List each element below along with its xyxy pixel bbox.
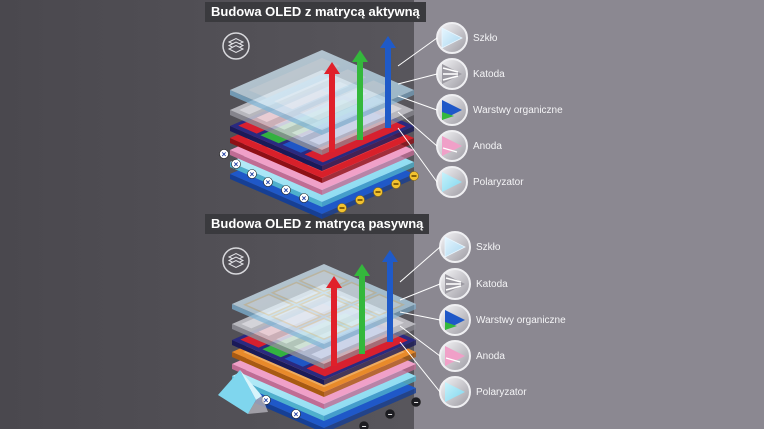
active-plus-icon-3: × [263,177,273,187]
svg-text:×: × [234,160,239,169]
svg-text:×: × [250,170,255,179]
active-label-polarizer: Polaryzator [473,177,524,188]
passive-matrix-title: Budowa OLED z matrycą pasywną [205,214,430,234]
svg-text:×: × [294,410,299,419]
svg-text:−: − [414,398,419,407]
active-plus-icon-2: × [247,169,257,179]
svg-text:×: × [264,396,269,405]
active-label-anode: Anoda [473,141,502,152]
passive-layers-icon [222,247,250,275]
passive-plus-icon-2: × [291,409,301,419]
active-plus-icon-1: × [231,159,241,169]
passive-minus-icon-2: − [411,397,421,407]
passive-glass-icon [439,231,471,263]
active-polarizer-icon [436,166,468,198]
svg-text:×: × [284,186,289,195]
passive-minus-icon-0: − [359,421,369,429]
active-label-cathode: Katoda [473,69,505,80]
passive-cathode-icon [439,268,471,300]
passive-label-anode: Anoda [476,351,505,362]
passive-label-cathode: Katoda [476,279,508,290]
active-glass-layer [230,50,414,135]
polarizer-shard [218,370,268,414]
svg-text:×: × [302,194,307,203]
active-minus-icon-2 [373,187,383,197]
active-minus-icon-4 [409,171,419,181]
passive-organic-icon [439,304,471,336]
passive-label-glass: Szkło [476,242,501,253]
active-plus-icon-5: × [299,193,309,203]
svg-text:×: × [266,178,271,187]
active-plus-icon-0: × [219,149,229,159]
active-organic-icon [436,94,468,126]
passive-green-arrow [354,264,370,354]
active-minus-icon-1 [355,195,365,205]
active-cathode-icon [436,58,468,90]
active-glass-icon [436,22,468,54]
passive-minus-icon-1: − [385,409,395,419]
active-plus-icon-4: × [281,185,291,195]
active-layers-icon [222,32,250,60]
active-blue-arrow [380,36,396,128]
passive-blue-arrow [382,250,398,342]
svg-text:−: − [388,410,393,419]
active-anode-icon [436,130,468,162]
active-label-organic: Warstwy organiczne [473,105,563,116]
passive-label-polarizer: Polaryzator [476,387,527,398]
legend-panel [414,0,764,429]
active-minus-icon-0 [337,203,347,213]
active-label-glass: Szkło [473,33,498,44]
active-red-arrow [324,62,340,152]
passive-red-arrow [326,276,342,366]
passive-label-organic: Warstwy organiczne [476,315,566,326]
active-green-arrow [352,50,368,140]
svg-text:−: − [362,422,367,429]
active-matrix-title: Budowa OLED z matrycą aktywną [205,2,426,22]
svg-text:×: × [222,150,227,159]
passive-anode-icon [439,340,471,372]
active-minus-icon-3 [391,179,401,189]
passive-polarizer-icon [439,376,471,408]
